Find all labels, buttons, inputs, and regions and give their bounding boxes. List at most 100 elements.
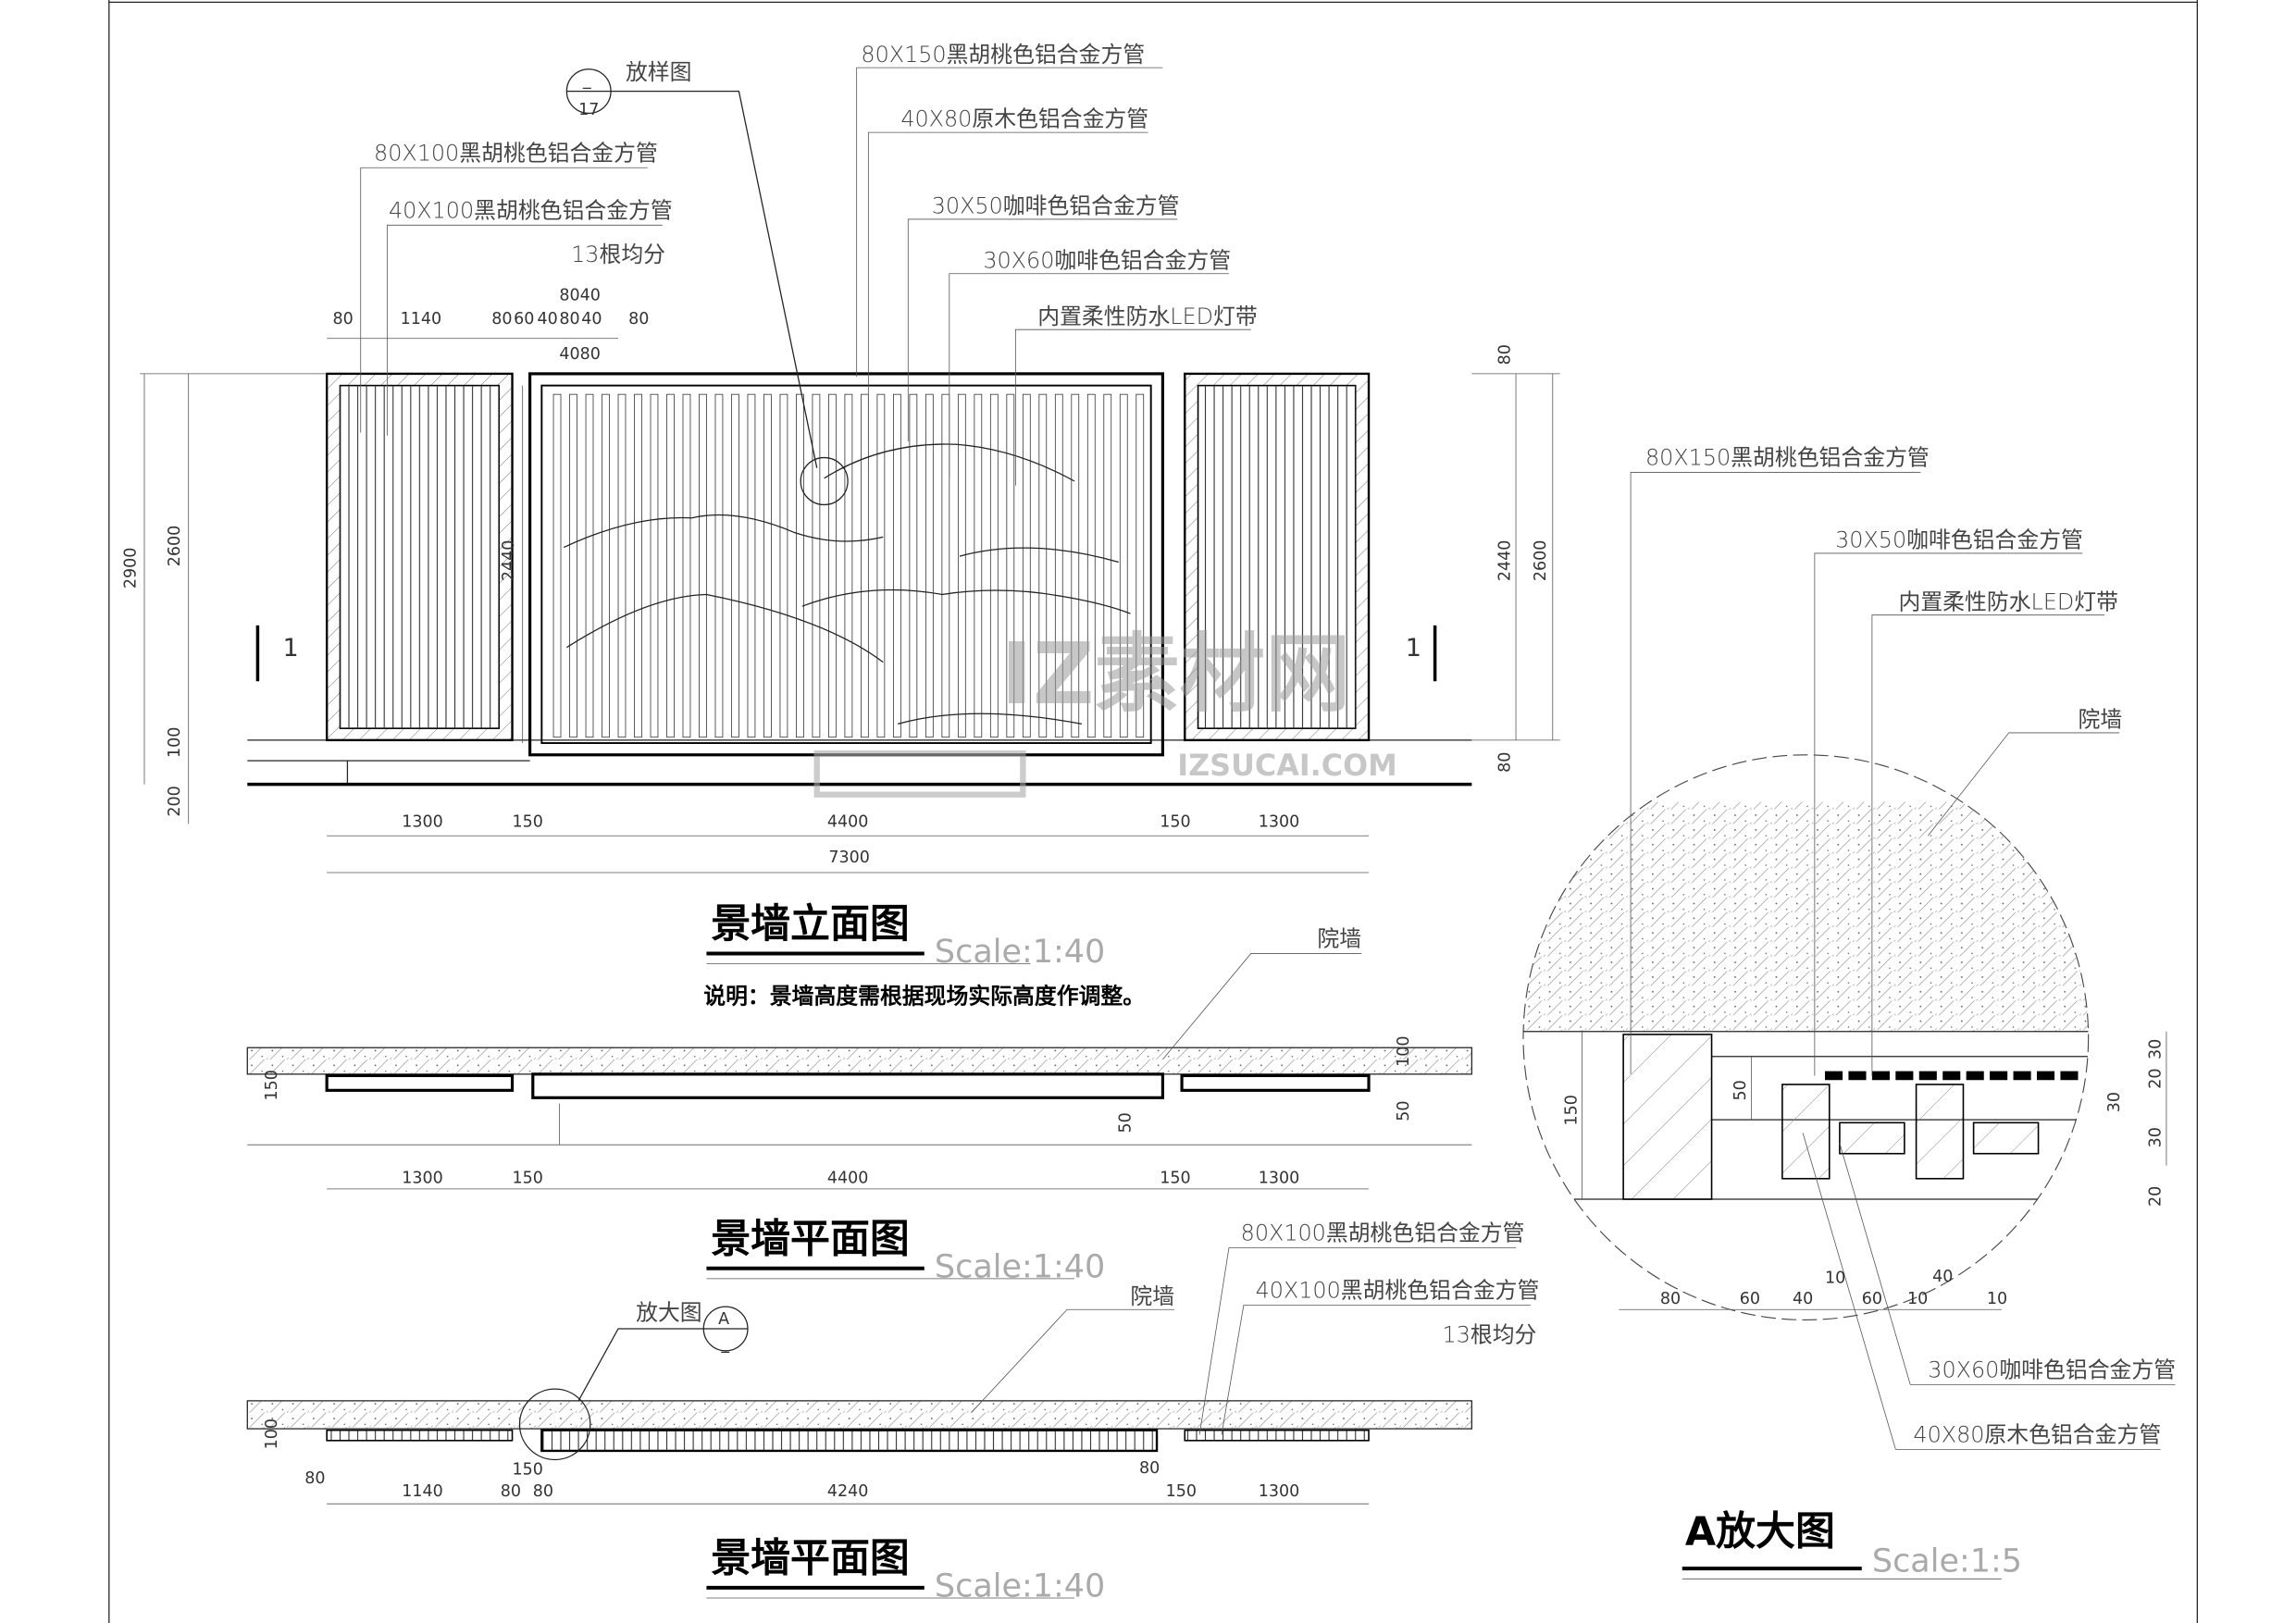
svg-text:40: 40: [1793, 1290, 1813, 1308]
svg-text:150: 150: [1562, 1095, 1581, 1125]
plan1-title: 景墙平面图: [711, 1216, 910, 1262]
svg-text:4400: 4400: [827, 813, 869, 832]
svg-text:50: 50: [1731, 1080, 1750, 1100]
svg-text:100: 100: [166, 727, 184, 758]
svg-text:150: 150: [513, 813, 543, 832]
svg-text:2440: 2440: [500, 540, 518, 582]
gate-bar: [844, 393, 853, 738]
svg-text:80: 80: [501, 1482, 521, 1501]
svg-text:150: 150: [1160, 813, 1190, 832]
svg-text:13根均分: 13根均分: [571, 242, 665, 267]
svg-text:80X150黑胡桃色铝合金方管: 80X150黑胡桃色铝合金方管: [1645, 445, 1930, 471]
gate-bar: [925, 393, 934, 738]
gate-bar: [1054, 393, 1063, 738]
svg-text:30X50咖啡色铝合金方管: 30X50咖啡色铝合金方管: [1835, 527, 2083, 553]
svg-text:150: 150: [513, 1460, 543, 1479]
gate-bar: [876, 393, 886, 738]
svg-text:80: 80: [333, 310, 354, 328]
gate-bar: [812, 393, 821, 738]
svg-text:A: A: [718, 1310, 729, 1329]
svg-text:1300: 1300: [402, 1170, 442, 1188]
svg-text:80: 80: [533, 1482, 553, 1501]
gate-bar: [861, 393, 869, 738]
gate-bar: [747, 393, 756, 738]
gate-bar: [1006, 393, 1015, 738]
svg-text:80: 80: [559, 310, 579, 328]
svg-text:80: 80: [1496, 344, 1515, 365]
svg-text:内置柔性防水LED灯带: 内置柔性防水LED灯带: [1899, 588, 2118, 614]
elevation-bottom-dimensions: 1300 150 4400 150 1300 7300: [327, 813, 1370, 873]
svg-text:150: 150: [513, 1170, 543, 1188]
svg-text:2600: 2600: [166, 526, 184, 567]
svg-text:院墙: 院墙: [1130, 1283, 1174, 1309]
gate-bar: [1086, 393, 1096, 738]
svg-text:40X80原木色铝合金方管: 40X80原木色铝合金方管: [900, 106, 1148, 132]
svg-text:40X100黑胡桃色铝合金方管: 40X100黑胡桃色铝合金方管: [389, 197, 673, 223]
svg-text:4240: 4240: [827, 1482, 869, 1501]
gate-bar: [682, 393, 691, 738]
svg-text:1300: 1300: [1259, 1170, 1300, 1188]
gate-bar: [989, 393, 999, 738]
svg-text:50: 50: [1116, 1112, 1135, 1133]
svg-text:100: 100: [263, 1419, 281, 1449]
svg-text:8040: 8040: [559, 286, 600, 304]
svg-text:60: 60: [514, 310, 534, 328]
gate-bar: [957, 393, 966, 738]
svg-text:IZ素材网: IZ素材网: [1000, 624, 1350, 724]
svg-text:40: 40: [581, 310, 602, 328]
svg-text:2900: 2900: [121, 548, 140, 589]
svg-text:1300: 1300: [402, 813, 442, 832]
detail-callout-17: _ 17 放样图: [565, 59, 818, 468]
gate-bar: [731, 393, 739, 738]
svg-text:200: 200: [166, 786, 184, 816]
svg-text:1140: 1140: [402, 1482, 442, 1501]
svg-text:150: 150: [263, 1070, 281, 1100]
svg-text:2440: 2440: [1496, 540, 1515, 582]
plan-view-2: A _ 放大图 院墙 80X100黑胡桃色铝合金方管 40X100黑胡桃色铝合金…: [246, 1220, 1539, 1604]
detail-a-title: A放大图: [1685, 1509, 1835, 1555]
svg-text:10: 10: [1987, 1290, 2007, 1308]
watermark: IZ素材网 IZSUCAI.COM: [813, 624, 1397, 798]
gate-bar: [1022, 393, 1031, 738]
svg-text:80: 80: [491, 310, 512, 328]
plan2-scale: Scale:1:40: [935, 1567, 1105, 1604]
svg-text:80: 80: [1496, 752, 1515, 773]
left-pillar: [325, 372, 514, 742]
svg-text:17: 17: [578, 101, 599, 119]
plan2-title: 景墙平面图: [711, 1535, 910, 1581]
gate-bar: [585, 393, 594, 738]
right-pillar: [1184, 372, 1371, 742]
gate-bar: [552, 393, 562, 738]
svg-text:150: 150: [1160, 1170, 1190, 1188]
svg-text:放样图: 放样图: [626, 59, 692, 85]
svg-text:_: _: [720, 1335, 729, 1354]
gate-bar: [909, 393, 918, 738]
gate-bar: [779, 393, 788, 738]
gate-bar: [569, 393, 577, 738]
detail-a-circle: [518, 1388, 591, 1461]
elevation-scale: Scale:1:40: [935, 934, 1105, 971]
elevation-view: 1 1 _ 17 放样图 80X150黑胡桃色铝合金方管 40X80原木色铝合金…: [121, 42, 1560, 1010]
svg-text:1300: 1300: [1259, 1482, 1300, 1501]
gate-bar: [1038, 393, 1048, 738]
sheet-border: [108, 0, 2198, 1623]
svg-text:40: 40: [1932, 1268, 1953, 1286]
detail-a-view: 80X150黑胡桃色铝合金方管 30X50咖啡色铝合金方管 内置柔性防水LED灯…: [1522, 445, 2176, 1580]
svg-text:80X100黑胡桃色铝合金方管: 80X100黑胡桃色铝合金方管: [1241, 1220, 1525, 1246]
svg-text:1140: 1140: [401, 310, 441, 328]
svg-text:80: 80: [304, 1469, 325, 1488]
svg-text:50: 50: [1395, 1100, 1413, 1121]
gate-bar: [828, 393, 837, 738]
gate-bar: [763, 393, 772, 738]
gate-bar: [666, 393, 675, 738]
section-mark-right: 1: [1406, 625, 1437, 682]
svg-text:20: 20: [2147, 1069, 2166, 1089]
gate-bar: [1071, 393, 1080, 738]
svg-text:4080: 4080: [559, 345, 600, 364]
elevation-top-dimensions: 80 1140 80 60 40 80 40 80 8040 4080: [327, 286, 649, 364]
gate-bar: [634, 393, 642, 738]
elevation-note: 说明：景墙高度需根据现场实际高度作调整。: [703, 984, 1145, 1010]
detail-a-scale: Scale:1:5: [1872, 1542, 2022, 1580]
svg-text:100: 100: [1395, 1036, 1413, 1067]
